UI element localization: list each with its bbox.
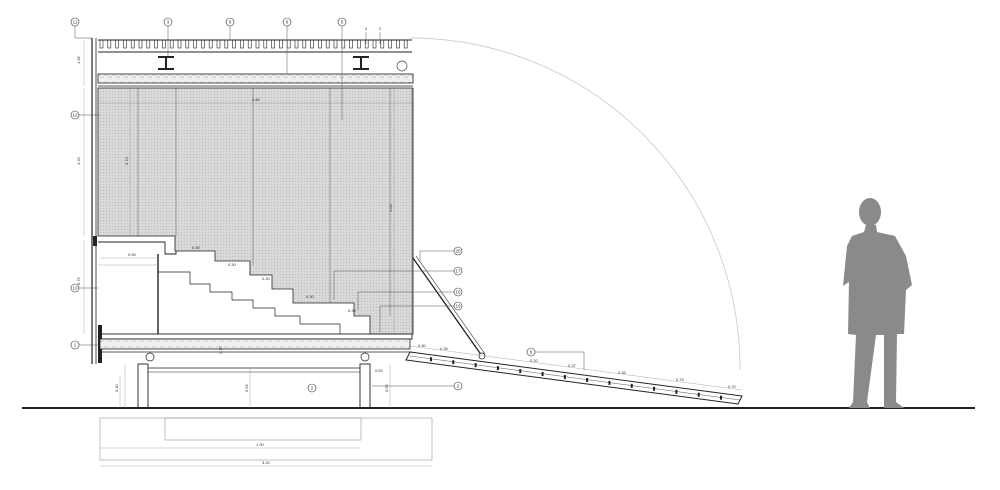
- tag-right-20-0: 20: [419, 246, 463, 262]
- dim-step-2: 0.30: [228, 262, 237, 267]
- tag-left-1: 1: [70, 340, 100, 350]
- svg-text:6: 6: [286, 20, 289, 25]
- floor-slab: [99, 333, 413, 362]
- dim-ramp-6: 0.75: [676, 377, 685, 382]
- dimension-lines: [83, 40, 743, 467]
- tag-right-17-1: 17: [333, 266, 463, 300]
- dim-total-width: 3.20: [262, 460, 271, 465]
- human-scale-figure: [843, 198, 912, 408]
- dim-base-height-2: 0.55: [244, 383, 249, 392]
- dim-roof-width: 2.80: [252, 97, 261, 102]
- svg-text:15: 15: [455, 290, 461, 295]
- tag-top-11: 11: [70, 17, 92, 39]
- dim-base-height-1: 0.40: [114, 383, 119, 392]
- svg-text:2: 2: [457, 384, 460, 389]
- dim-step-5: 0.30: [348, 308, 357, 313]
- roof-beam-left: [158, 56, 174, 70]
- dim-base-width: 1.90: [256, 442, 265, 447]
- dim-ramp-4: 0.37: [568, 363, 577, 368]
- tag-top-6: 6: [282, 17, 292, 74]
- dim-panel-height: 3.70: [124, 156, 129, 165]
- svg-text:9: 9: [229, 20, 232, 25]
- tag-top-3: 3: [163, 17, 173, 56]
- ramp-assembly: [405, 255, 743, 405]
- base-supports: [99, 363, 433, 461]
- tag-top-9: 9: [225, 17, 235, 40]
- dim-ramp-5: 0.36: [618, 370, 627, 375]
- door-swing-arc: [409, 37, 741, 371]
- tag-small-2: 2: [379, 26, 382, 44]
- tag-center: 2: [307, 383, 317, 393]
- svg-text:17: 17: [455, 269, 461, 274]
- dim-ramp-7: 0.70: [728, 384, 737, 389]
- roof-assembly: [97, 39, 414, 87]
- dim-step-1: 0.30: [192, 245, 201, 250]
- svg-text:4: 4: [365, 26, 368, 31]
- tag-left-12: 12: [70, 110, 100, 120]
- svg-text:5: 5: [530, 350, 533, 355]
- svg-text:19: 19: [455, 304, 461, 309]
- tag-bubbles: 11 3 9 6 5 12 10 1 20 17 15 19 2 5 4 2 2: [70, 17, 585, 393]
- svg-text:20: 20: [455, 249, 461, 254]
- tag-small-4: 4: [365, 26, 368, 44]
- tag-right-19-3: 19: [379, 301, 463, 332]
- dim-wall-height-1: 1.35: [76, 55, 81, 64]
- dimension-labels: 1.35 1.20 0.75 2.80 3.70 1.00 0.30 0.30 …: [76, 55, 737, 465]
- dim-ramp-3: 0.20: [530, 358, 539, 363]
- roof-ribs: [99, 39, 408, 49]
- hinge-detail-icon: [396, 60, 408, 72]
- svg-text:5: 5: [341, 20, 344, 25]
- dim-step-3: 0.30: [262, 276, 271, 281]
- dim-beam-label: 0.52: [375, 368, 384, 373]
- dim-ramp-2: 0.35: [440, 346, 449, 351]
- svg-text:11: 11: [73, 20, 78, 25]
- grating-panels: [97, 87, 414, 335]
- dim-riser-height: 1.00: [388, 203, 393, 212]
- tag-right-5-5: 5: [526, 347, 585, 370]
- tag-top-5: 5: [337, 17, 347, 120]
- svg-text:2: 2: [379, 26, 382, 31]
- svg-text:3: 3: [167, 20, 170, 25]
- svg-text:2: 2: [311, 386, 314, 391]
- stair-steps: [98, 241, 341, 334]
- svg-text:1: 1: [74, 343, 77, 348]
- dim-landing-width: 0.90: [128, 252, 137, 257]
- dim-step-4: 0.30: [306, 294, 315, 299]
- dim-ramp-1: 0.90: [418, 343, 427, 348]
- dim-wall-height-2: 1.20: [76, 156, 81, 165]
- dim-base-height-3: 0.55: [384, 383, 389, 392]
- tag-right-15-2: 15: [357, 287, 463, 310]
- svg-text:10: 10: [72, 286, 78, 291]
- tag-left-10: 10: [70, 283, 98, 293]
- svg-text:12: 12: [72, 113, 78, 118]
- tag-right-2-4: 2: [372, 381, 463, 391]
- roof-beam-right: [353, 56, 369, 70]
- dim-wall-height-3: 0.75: [76, 276, 81, 285]
- dim-floor-thickness: 0.15: [218, 345, 223, 354]
